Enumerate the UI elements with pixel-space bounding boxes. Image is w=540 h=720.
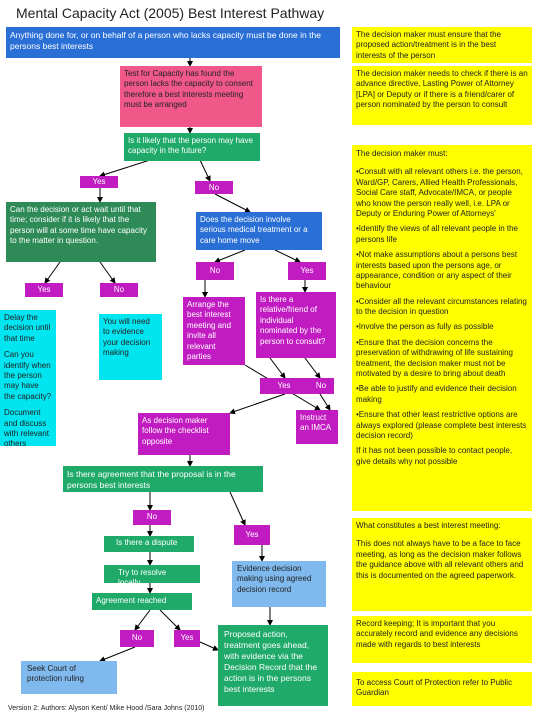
resolve-locally-box: Try to resolve locally bbox=[104, 565, 200, 587]
must-item: •Ensure that other least restrictive opt… bbox=[356, 410, 527, 440]
instruct-imca-box: Instruct an IMCA bbox=[296, 410, 338, 444]
must-item: •Be able to justify and evidence their d… bbox=[356, 384, 517, 404]
must-item: •Involve the person as fully as possible bbox=[356, 322, 494, 332]
checklist-box: As decision maker follow the checklist o… bbox=[138, 413, 230, 455]
court-ruling-box: Seek Court of protection ruling bbox=[21, 661, 117, 694]
constitutes-box: What constitutes a best interest meeting… bbox=[352, 518, 532, 611]
treatment-no-label: No bbox=[196, 262, 234, 280]
identify-text: Can you identify when the person may hav… bbox=[4, 350, 52, 401]
must-item: •Not make assumptions about a persons be… bbox=[356, 250, 518, 291]
record-keeping-box: Record keeping; It is important that you… bbox=[352, 616, 532, 663]
constitutes-heading: What constitutes a best interest meeting… bbox=[356, 521, 501, 530]
ensure-box: The decision maker must ensure that the … bbox=[352, 27, 532, 63]
relative-no-label: No bbox=[308, 378, 334, 394]
agreement-no-label: No bbox=[133, 510, 171, 525]
reached-no-label: No bbox=[120, 630, 154, 647]
capacity-test-box: Test for Capacity has found the person l… bbox=[120, 66, 262, 127]
proposed-action-box: Proposed action, treatment goes ahead, w… bbox=[218, 625, 328, 706]
agreement-question: Is there agreement that the proposal is … bbox=[63, 466, 263, 492]
must-box: The decision maker must: •Consult with a… bbox=[352, 145, 532, 511]
wait-no-label: No bbox=[100, 283, 138, 297]
medical-treatment-question: Does the decision involve serious medica… bbox=[196, 212, 322, 250]
agreement-reached-box: Agreement reached bbox=[92, 593, 192, 610]
court-access-box: To access Court of Protection refer to P… bbox=[352, 672, 532, 706]
document-text: Document and discuss with relevant other… bbox=[4, 408, 49, 449]
footer-credits: Version 2: Authors: Alyson Kent/ Mike Ho… bbox=[8, 705, 205, 712]
relative-yes-label: Yes bbox=[260, 378, 308, 394]
must-item: If it has not been possible to contact p… bbox=[356, 446, 513, 466]
must-item: •Ensure that the decision concerns the p… bbox=[356, 337, 513, 379]
treatment-yes-label: Yes bbox=[288, 262, 326, 280]
evidence-record-box: Evidence decision making using agreed de… bbox=[232, 561, 326, 607]
must-item: •Consult with all relevant others i.e. t… bbox=[356, 167, 523, 218]
evidence-decision-box: You will need to evidence your decision … bbox=[99, 314, 162, 380]
agreement-yes-label: Yes bbox=[234, 525, 270, 545]
future-yes-label: Yes bbox=[80, 176, 118, 188]
must-item: •Identify the views of all relevant peop… bbox=[356, 224, 519, 244]
arrange-meeting-box: Arrange the best interest meeting and in… bbox=[183, 297, 245, 365]
page-title: Mental Capacity Act (2005) Best Interest… bbox=[16, 5, 325, 21]
relative-question-box: Is there a relative/friend of individual… bbox=[256, 292, 336, 358]
wait-yes-label: Yes bbox=[25, 283, 63, 297]
must-item: •Consider all the relevant circumstances… bbox=[356, 296, 527, 317]
future-no-label: No bbox=[195, 181, 233, 194]
delay-decision-box: Delay the decision until that time Can y… bbox=[0, 310, 56, 448]
check-box: The decision maker needs to check if the… bbox=[352, 66, 532, 125]
must-heading: The decision maker must: bbox=[356, 149, 448, 158]
reached-yes-label: Yes bbox=[174, 630, 200, 647]
dispute-question: Is there a dispute bbox=[104, 536, 194, 552]
constitutes-text: This does not always have to be a face t… bbox=[356, 539, 524, 580]
future-capacity-question: Is it likely that the person may have ca… bbox=[124, 133, 260, 161]
delay-text: Delay the decision until that time bbox=[4, 313, 51, 343]
wait-question-box: Can the decision or act wait until that … bbox=[6, 202, 156, 262]
intro-box: Anything done for, or on behalf of a per… bbox=[6, 27, 340, 58]
